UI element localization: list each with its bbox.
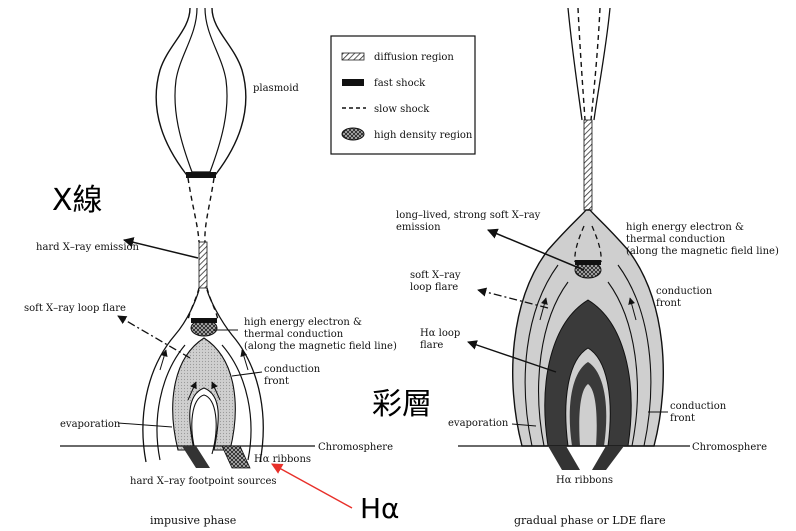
conduction-right-label-2: front	[656, 298, 681, 309]
evaporation-right-label: evaporation	[448, 418, 509, 429]
plasmoid-outer	[156, 8, 246, 174]
ha-ribbons-label: Hα ribbons	[254, 454, 311, 465]
gradual-phase-caption: gradual phase or LDE flare	[514, 514, 666, 527]
footpoint-right	[222, 446, 250, 468]
hee-label-1: high energy electron &	[244, 317, 362, 328]
conduction-label-2: front	[264, 376, 289, 387]
plasmoid-label: plasmoid	[253, 83, 299, 94]
conduction-right-label-b1: conduction	[670, 401, 727, 412]
slow-shock-upper-l	[578, 8, 585, 120]
hee-right-label-1: high energy electron &	[626, 222, 744, 233]
slow-shock-r1	[205, 178, 214, 242]
ha-loop-label-1: Hα loop	[420, 328, 460, 339]
legend-diffusion-label: diffusion region	[374, 52, 454, 63]
halpha-annotation-arrow	[272, 464, 352, 508]
ha-ribbons-right-label: Hα ribbons	[556, 475, 613, 486]
chromosphere-right-label: Chromosphere	[692, 442, 767, 453]
longlived-label-2: emission	[396, 222, 441, 233]
footpoint-right-r	[592, 446, 624, 470]
hxr-emission-label: hard X–ray emission	[36, 242, 140, 253]
sxr-right-label-1: soft X–ray	[410, 270, 461, 281]
inner-loop	[192, 395, 216, 454]
conduction-right-label-1: conduction	[656, 286, 713, 297]
conduction-label-1: conduction	[264, 364, 321, 375]
plasmoid-inner	[175, 8, 227, 172]
diffusion-swatch	[342, 53, 364, 60]
conduction-pointer	[232, 372, 262, 376]
diffusion-region-right	[584, 120, 592, 210]
lower-fast-shock	[191, 318, 217, 323]
legend-slow-shock-label: slow shock	[374, 104, 430, 115]
xray-annotation: X線	[52, 183, 103, 218]
slow-shock-upper-r	[591, 8, 600, 120]
sxr-arrow	[118, 316, 190, 358]
hee-right-label-3: (along the magnetic field line)	[626, 246, 779, 257]
halpha-annotation: Hα	[360, 492, 400, 525]
fast-shock-right	[575, 260, 601, 265]
upper-fast-shock	[186, 172, 216, 178]
evaporation-label: evaporation	[60, 419, 121, 430]
flow-arrow-ol	[160, 350, 166, 370]
chromosphere-label: Chromosphere	[318, 442, 393, 453]
hee-label-3: (along the magnetic field line)	[244, 341, 397, 352]
legend-high-density-label: high density region	[374, 130, 473, 141]
ha-loop-label-2: flare	[420, 340, 443, 351]
impulsive-phase-caption: impusive phase	[150, 514, 236, 527]
evaporation-pointer	[118, 423, 172, 427]
fast-shock-swatch	[342, 79, 364, 86]
funnel-l	[568, 8, 582, 120]
high-density-swatch	[342, 128, 364, 140]
sxr-right-label-2: loop flare	[410, 282, 458, 293]
longlived-label-1: long–lived, strong soft X–ray	[396, 210, 541, 221]
hee-right-label-2: thermal conduction	[626, 234, 726, 245]
conduction-right-label-b2: front	[670, 413, 695, 424]
hee-label-2: thermal conduction	[244, 329, 344, 340]
footpoint-sources-label: hard X–ray footpoint sources	[130, 476, 277, 487]
footpoint-right-l	[548, 446, 580, 470]
slow-shock-l1	[188, 178, 199, 242]
annotations: X線 彩層 Hα	[52, 183, 432, 525]
legend: diffusion region fast shock slow shock h…	[331, 36, 475, 154]
diffusion-region	[199, 242, 207, 288]
chromosphere-jp-annotation: 彩層	[372, 387, 432, 422]
legend-fast-shock-label: fast shock	[374, 78, 426, 89]
sxr-loop-label: soft X–ray loop flare	[24, 303, 126, 314]
